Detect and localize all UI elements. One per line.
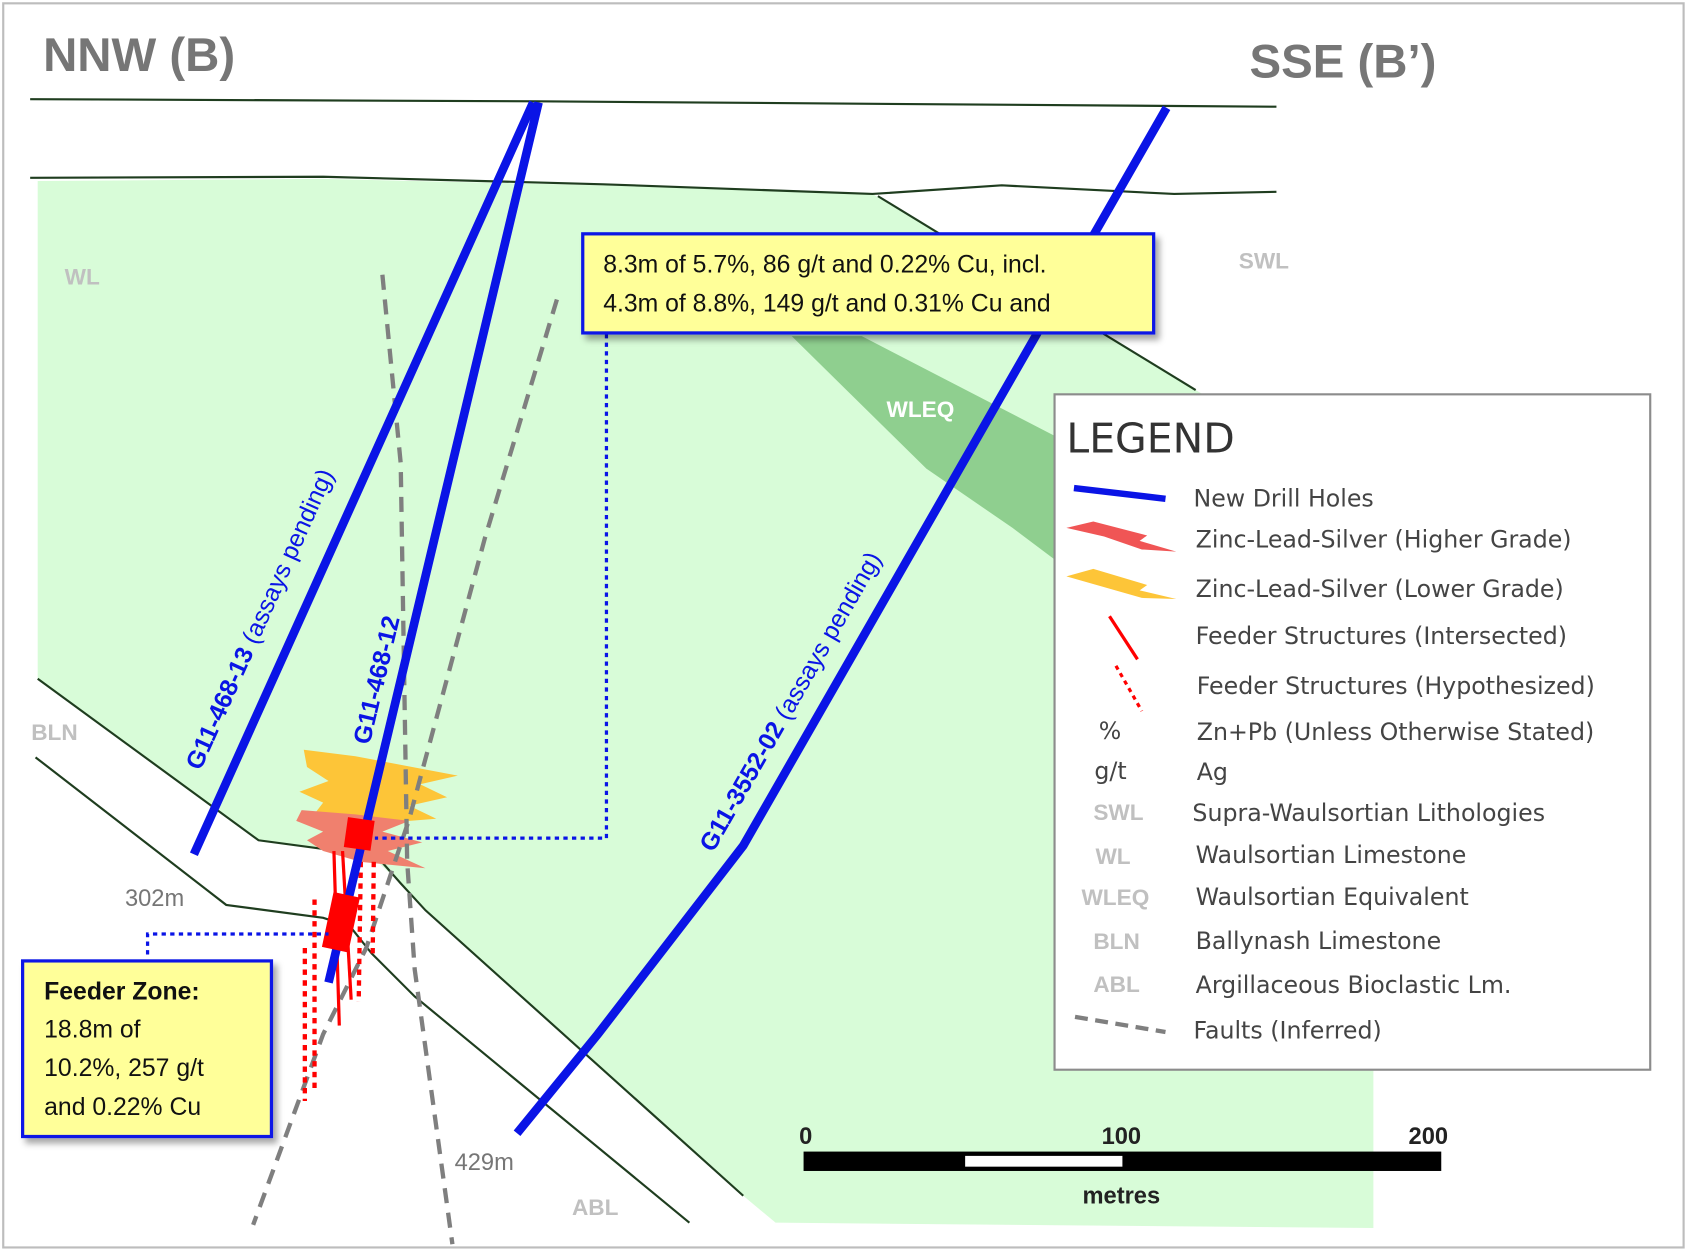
scale-unit-label: metres: [1082, 1183, 1160, 1209]
scale-tick-label: 200: [1409, 1124, 1449, 1150]
label-wleq: WLEQ: [887, 397, 955, 422]
intercept-marker-feeder: [321, 892, 360, 953]
label-bln: BLN: [31, 720, 77, 745]
label-abl: ABL: [572, 1195, 619, 1220]
callout-line: 8.3m of 5.7%, 86 g/t and 0.22% Cu, incl.: [603, 252, 1046, 279]
wleq-unit-fill: [791, 336, 1056, 561]
feeder-zone-callout: Feeder Zone: 18.8m of 10.2%, 257 g/t and…: [21, 959, 274, 1139]
scale-bar: 0 100 200 metres: [799, 1124, 1448, 1209]
feeder-structures-hypothesized: [302, 861, 376, 1101]
fault-swatch-icon: [1074, 1014, 1166, 1035]
legend-item-label: Supra-Waulsortian Lithologies: [1192, 799, 1545, 827]
legend-item-label: Waulsortian Equivalent: [1196, 883, 1469, 911]
legend-symbol: WLEQ: [1081, 885, 1149, 910]
legend-item-label: Zinc-Lead-Silver (Lower Grade): [1196, 575, 1564, 603]
legend-item-label: Argillaceous Bioclastic Lm.: [1196, 971, 1512, 999]
legend-item-label: Feeder Structures (Hypothesized): [1197, 672, 1595, 700]
label-swl: SWL: [1239, 248, 1289, 273]
legend-item-label: Zn+Pb (Unless Otherwise Stated): [1197, 718, 1595, 746]
legend-symbol: g/t: [1094, 757, 1126, 785]
callout-title: Feeder Zone:: [44, 979, 200, 1006]
section-right-title: SSE (B’): [1250, 36, 1437, 89]
intercept-marker-upper: [343, 817, 375, 851]
leader-lines: [145, 334, 609, 955]
callout-line: 4.3m of 8.8%, 149 g/t and 0.31% Cu and: [603, 290, 1050, 317]
legend-symbol: ABL: [1093, 972, 1140, 997]
legend-item-label: Feeder Structures (Intersected): [1196, 622, 1567, 650]
scale-tick-label: 100: [1102, 1124, 1142, 1150]
callout-line: 18.8m of: [44, 1016, 140, 1043]
scale-bar-segment: [965, 1155, 1123, 1167]
drill-hole-swatch-icon: [1073, 484, 1166, 503]
upper-intercept-callout: 8.3m of 5.7%, 86 g/t and 0.22% Cu, incl.…: [581, 232, 1156, 335]
lower-grade-swatch-icon: [1066, 568, 1177, 599]
legend-symbol: SWL: [1093, 800, 1143, 825]
legend-item-label: Waulsortian Limestone: [1196, 841, 1467, 869]
scale-tick-label: 0: [799, 1124, 812, 1150]
drill-hole-g11-468-13: [189, 100, 538, 857]
legend-item-label: Ag: [1197, 758, 1228, 786]
feeder-intersected-swatch-icon: [1108, 615, 1139, 661]
swl-base-line: [30, 175, 1277, 196]
depth-label-429m: 429m: [455, 1150, 514, 1176]
legend-item-label: New Drill Holes: [1194, 484, 1374, 512]
legend-symbol: WL: [1095, 844, 1130, 869]
legend-item-label: Zinc-Lead-Silver (Higher Grade): [1196, 525, 1572, 553]
depth-label-302m: 302m: [125, 886, 184, 912]
fault-line: [251, 298, 559, 1226]
section-left-title: NNW (B): [43, 29, 235, 82]
legend-title: LEGEND: [1066, 414, 1234, 462]
feeder-hypothesized-swatch-icon: [1114, 664, 1144, 712]
topography-line: [30, 98, 1277, 108]
higher-grade-swatch-icon: [1066, 521, 1177, 552]
legend-symbol: BLN: [1093, 929, 1139, 954]
legend-item-label: Faults (Inferred): [1194, 1016, 1382, 1044]
drill-hole-g11-3552-02: [513, 105, 1171, 1136]
callout-line: and 0.22% Cu: [44, 1094, 201, 1121]
callout-line: 10.2%, 257 g/t: [44, 1055, 204, 1082]
legend: LEGEND % g/t SWL WL WLEQ BLN ABL New Dri…: [1053, 393, 1652, 1071]
label-wl: WL: [65, 264, 100, 289]
legend-symbol: %: [1099, 717, 1122, 745]
legend-item-label: Ballynash Limestone: [1196, 927, 1442, 955]
